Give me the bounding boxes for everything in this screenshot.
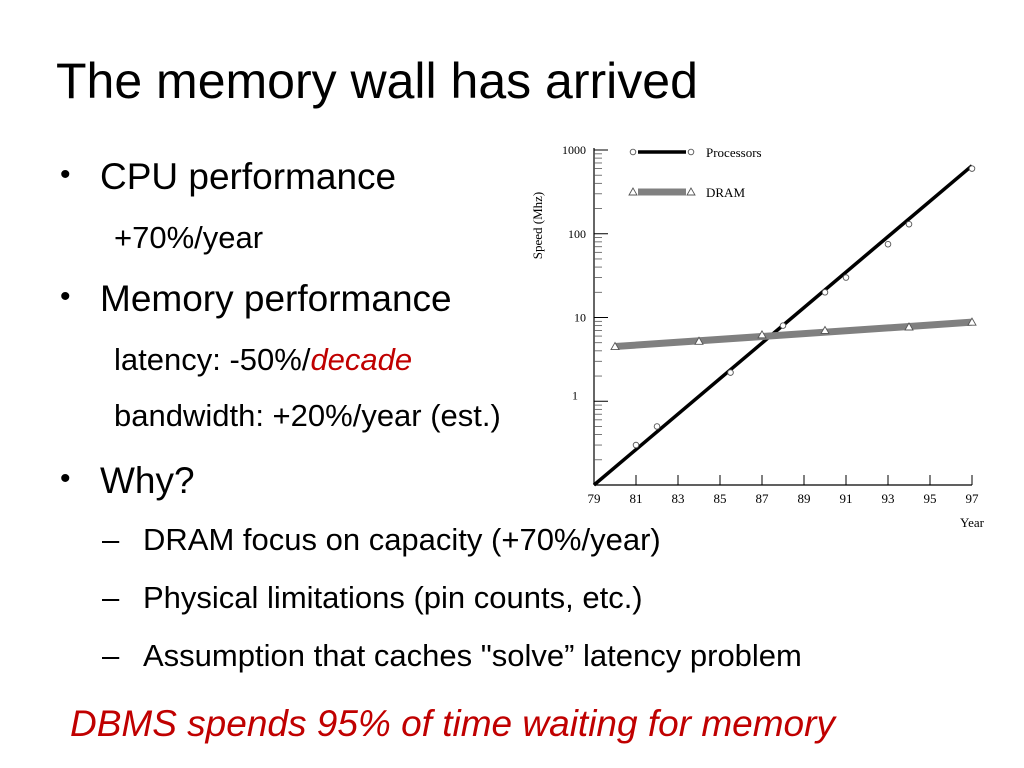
x-tick-label: 97 (966, 491, 980, 506)
x-tick-label: 91 (840, 491, 853, 506)
bullet-icon: • (60, 280, 71, 313)
bullet-icon: • (60, 462, 71, 495)
y-tick-label: 1000 (562, 143, 586, 157)
data-point-processors (821, 289, 829, 296)
data-point-processors (727, 369, 734, 376)
bullet-latency: latency: -50%/decade (114, 344, 412, 375)
bullet-icon: • (60, 158, 71, 191)
bullet-bandwidth: bandwidth: +20%/year (est.) (114, 398, 501, 433)
data-point-processors (968, 165, 976, 172)
x-tick-label: 87 (756, 491, 770, 506)
legend-marker-dram (686, 187, 696, 196)
why-item-dram: DRAM focus on capacity (+70%/year) (143, 522, 661, 557)
data-point-processors (779, 322, 787, 329)
x-tick-label: 89 (798, 491, 811, 506)
x-tick-label: 79 (588, 491, 601, 506)
x-axis-label: Year (960, 515, 985, 530)
data-point-processors (653, 423, 661, 430)
data-point-processors (842, 274, 850, 281)
latency-prefix: latency: -50%/ (114, 342, 311, 377)
data-point-dram (820, 325, 830, 334)
legend-marker-dram (628, 187, 638, 196)
dash-icon: – (102, 638, 120, 673)
data-point-dram (610, 341, 620, 350)
series-line-dram (614, 318, 973, 351)
dash-icon: – (102, 522, 120, 557)
bullet-memory: Memory performance (100, 278, 452, 319)
data-point-processors (632, 441, 640, 449)
data-point-processors (884, 240, 892, 248)
x-tick-label: 81 (630, 491, 643, 506)
why-item-physical: Physical limitations (pin counts, etc.) (143, 580, 643, 615)
data-point-dram (967, 317, 977, 326)
footer-callout: DBMS spends 95% of time waiting for memo… (70, 703, 835, 744)
legend-marker-processors (629, 148, 637, 156)
bullet-why: Why? (100, 460, 195, 501)
legend-label-processors: Processors (706, 145, 762, 160)
slide-title: The memory wall has arrived (56, 53, 698, 109)
x-tick-label: 85 (714, 491, 727, 506)
latency-emphasis: decade (310, 342, 413, 377)
x-tick-label: 83 (672, 491, 685, 506)
y-axis-label: Speed (Mhz) (530, 192, 545, 260)
dash-icon: – (102, 580, 120, 615)
y-tick-label: 100 (568, 227, 586, 241)
y-tick-label: 10 (574, 311, 586, 325)
data-point-dram (694, 336, 704, 345)
x-tick-label: 95 (924, 491, 937, 506)
bullet-cpu: CPU performance (100, 156, 397, 197)
legend-label-dram: DRAM (706, 185, 745, 200)
y-tick-label: 1 (572, 388, 578, 402)
data-point-dram (904, 322, 914, 331)
data-point-processors (905, 220, 913, 228)
data-point-dram (757, 329, 767, 339)
x-tick-label: 93 (882, 491, 895, 506)
legend-marker-processors (687, 148, 695, 156)
bullet-cpu-rate: +70%/year (114, 220, 264, 255)
why-item-caches: Assumption that caches "solve” latency p… (143, 638, 802, 673)
